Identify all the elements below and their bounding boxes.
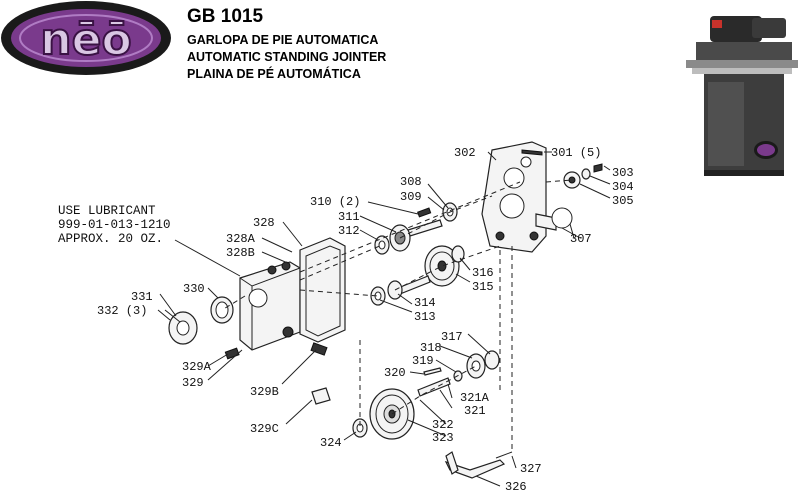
part-label-329: 329 (182, 376, 204, 390)
part-label-330: 330 (183, 282, 205, 296)
model-code: GB 1015 (187, 6, 264, 27)
part-label-326: 326 (505, 480, 527, 494)
lubricant-note-line1: USE LUBRICANT (58, 204, 156, 218)
title-spanish: GARLOPA DE PIE AUTOMATICA (187, 33, 379, 47)
part-label-328b: 328B (226, 246, 255, 260)
part-label-310: 310 (2) (310, 195, 360, 209)
title-english: AUTOMATIC STANDING JOINTER (187, 50, 387, 64)
gear-cover (481, 141, 547, 253)
middle-gear-assembly (370, 245, 465, 306)
part-label-309: 309 (400, 190, 422, 204)
part-label-313: 313 (414, 310, 436, 324)
part-label-317: 317 (441, 330, 463, 344)
part-label-324: 324 (320, 436, 342, 450)
part-label-329b: 329B (250, 385, 279, 399)
part-label-323: 323 (432, 431, 454, 445)
part-label-321a: 321A (460, 391, 490, 405)
part-label-301: 301 (5) (551, 146, 601, 160)
part-label-332: 332 (3) (97, 304, 147, 318)
part-label-322: 322 (432, 418, 454, 432)
part-label-329a: 329A (182, 360, 212, 374)
part-label-312: 312 (338, 224, 360, 238)
gearbox-housing (239, 261, 301, 351)
part-label-319: 319 (412, 354, 434, 368)
part-label-308: 308 (400, 175, 422, 189)
part-label-307: 307 (570, 232, 592, 246)
lubricant-note-line3: APPROX. 20 OZ. (58, 232, 163, 246)
part-label-304: 304 (612, 180, 634, 194)
lubricant-note-line2: 999-01-013-1210 (58, 218, 171, 232)
part-label-331: 331 (131, 290, 153, 304)
part-label-329c: 329C (250, 422, 279, 436)
title-portuguese: PLAINA DE PÉ AUTOMÁTICA (187, 67, 361, 81)
part-label-303: 303 (612, 166, 634, 180)
part-label-327: 327 (520, 462, 542, 476)
part-label-320: 320 (384, 366, 406, 380)
part-label-328: 328 (253, 216, 275, 230)
part-label-321: 321 (464, 404, 486, 418)
part-label-318: 318 (420, 341, 442, 355)
part-label-305: 305 (612, 194, 634, 208)
drive-pulley (352, 388, 415, 440)
neo-logo: nēō (1, 1, 171, 75)
part-label-316: 316 (472, 266, 494, 280)
part-label-311: 311 (338, 210, 360, 224)
part-label-328a: 328A (226, 232, 256, 246)
svg-text:nēō: nēō (40, 14, 131, 65)
part-label-314: 314 (414, 296, 436, 310)
part-label-315: 315 (472, 280, 494, 294)
part-label-302: 302 (454, 146, 476, 160)
jointer-machine-photo (682, 8, 800, 180)
